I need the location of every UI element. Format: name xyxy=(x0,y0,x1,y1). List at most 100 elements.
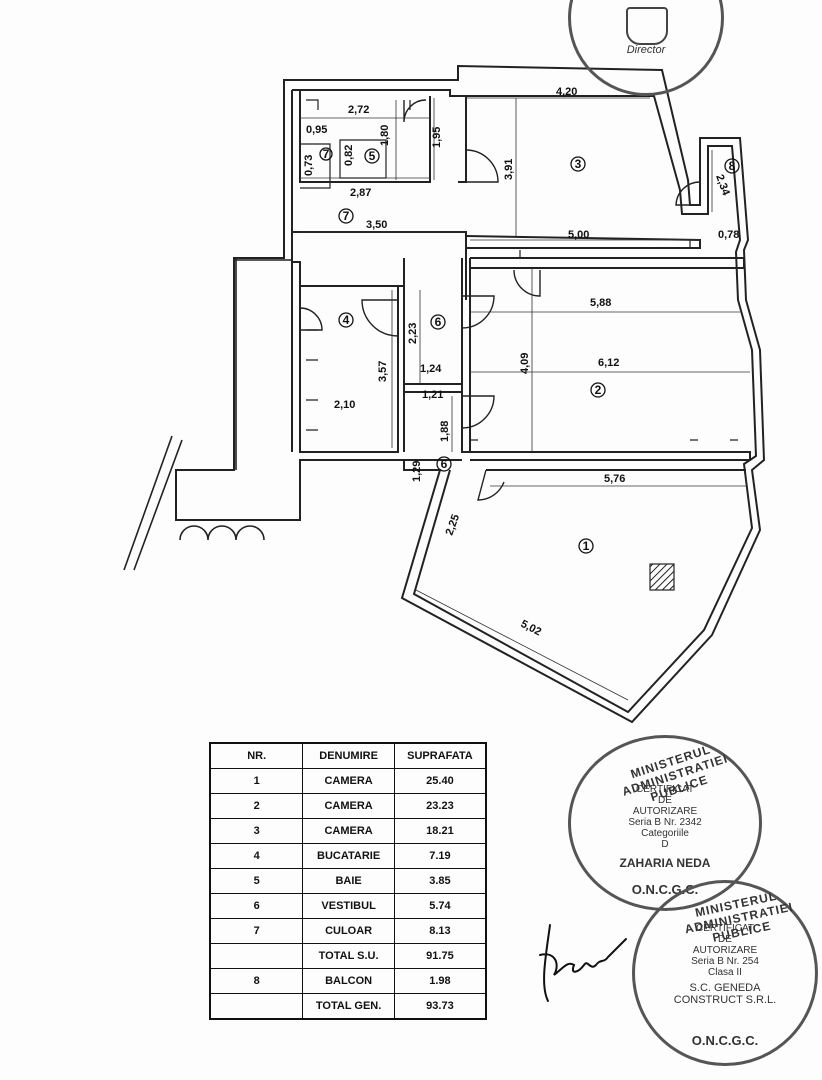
room-numbers: 1 2 3 4 5 6 6 7 7 8 xyxy=(323,147,736,553)
cell-suprafata: 91.75 xyxy=(393,943,487,969)
dim-078: 0,78 xyxy=(718,229,739,241)
left-balcony xyxy=(123,258,292,571)
dim-234: 2,34 xyxy=(713,173,732,198)
room-6-label: 6 xyxy=(435,315,442,329)
table-row: TOTAL GEN.93.73 xyxy=(209,993,487,1020)
outer-walls xyxy=(175,64,766,724)
stamp-geneda: MINISTERUL ADMINISTRATIEI PUBLICE CERTIF… xyxy=(632,880,818,1066)
dim-095: 0,95 xyxy=(306,124,327,136)
dim-225: 2,25 xyxy=(444,513,463,537)
dim-210: 2,10 xyxy=(334,399,355,411)
cell-nr xyxy=(209,943,304,969)
stamp-1-name: ZAHARIA NEDA xyxy=(619,856,711,870)
dim-082: 0,82 xyxy=(343,145,355,166)
dim-357: 3,57 xyxy=(377,361,389,382)
dim-180: 1,80 xyxy=(379,125,391,146)
cell-denumire: CULOAR xyxy=(302,918,395,944)
cell-suprafata: 1.98 xyxy=(393,968,487,994)
cell-nr xyxy=(209,993,304,1020)
cell-denumire: TOTAL S.U. xyxy=(302,943,395,969)
dim-502: 5,02 xyxy=(519,618,544,638)
room-1-label: 1 xyxy=(583,539,590,553)
stamp-2-line-2: DE xyxy=(718,934,732,945)
niches xyxy=(300,99,738,591)
table-header-row: NR. DENUMIRE SUPRAFATA xyxy=(209,742,487,769)
cell-suprafata: 8.13 xyxy=(393,918,487,944)
cell-denumire: CAMERA xyxy=(302,793,395,819)
cell-suprafata: 25.40 xyxy=(393,768,487,794)
cell-nr: 2 xyxy=(209,793,304,819)
dim-391: 3,91 xyxy=(503,159,515,180)
cell-denumire: BAIE xyxy=(302,868,395,894)
cell-denumire: BALCON xyxy=(302,968,395,994)
cell-nr: 4 xyxy=(209,843,304,869)
cell-denumire: VESTIBUL xyxy=(302,893,395,919)
header-suprafata: SUPRAFATA xyxy=(393,742,487,769)
stamp-1-line-1: CERTIFICAT xyxy=(636,784,694,795)
cell-denumire: BUCATARIE xyxy=(302,843,395,869)
dim-409: 4,09 xyxy=(519,353,531,374)
stamp-2-line-7: CONSTRUCT S.R.L. xyxy=(673,994,777,1006)
cell-nr: 3 xyxy=(209,818,304,844)
room-8-label: 8 xyxy=(729,159,736,173)
dim-195: 1,95 xyxy=(431,127,443,148)
cell-nr: 8 xyxy=(209,968,304,994)
dim-500: 5,00 xyxy=(568,229,589,241)
dim-188: 1,88 xyxy=(439,421,451,442)
stamp-1-line-4: Seria B Nr. 2342 xyxy=(628,817,702,828)
room-7b-label: 7 xyxy=(323,147,330,161)
dim-588: 5,88 xyxy=(590,297,611,309)
cell-suprafata: 93.73 xyxy=(393,993,487,1020)
dim-073: 0,73 xyxy=(303,155,315,176)
cell-denumire: CAMERA xyxy=(302,818,395,844)
dim-121: 1,21 xyxy=(422,389,443,401)
stamp-1-line-3: AUTORIZARE xyxy=(632,806,698,817)
top-seal-role: Director xyxy=(626,44,666,56)
room-7-label: 7 xyxy=(343,209,350,223)
stamp-2-line-4: Seria B Nr. 254 xyxy=(691,956,759,967)
stamp-1-line-5: Categoriile xyxy=(641,828,689,839)
stamp-2-line-1: CERTIFICAT xyxy=(696,923,754,934)
dimension-labels: 2,72 0,95 1,80 1,95 0,73 0,82 2,87 3,50 … xyxy=(303,86,739,638)
cell-nr: 1 xyxy=(209,768,304,794)
stamp-2-line-3: AUTORIZARE xyxy=(692,945,758,956)
signature xyxy=(539,924,627,1002)
cell-suprafata: 23.23 xyxy=(393,793,487,819)
cell-nr: 5 xyxy=(209,868,304,894)
cell-denumire: CAMERA xyxy=(302,768,395,794)
cell-nr: 6 xyxy=(209,893,304,919)
stamp-1-line-6: D xyxy=(661,839,669,850)
dim-223: 2,23 xyxy=(407,323,419,344)
dimension-lines xyxy=(300,97,750,701)
stamp-2-line-5: Clasa II xyxy=(708,967,742,978)
cell-suprafata: 18.21 xyxy=(393,818,487,844)
coat-of-arms-icon xyxy=(626,7,668,45)
floor-plan: 2,72 0,95 1,80 1,95 0,73 0,82 2,87 3,50 … xyxy=(123,64,766,724)
room-3-label: 3 xyxy=(575,157,582,171)
dim-420: 4,20 xyxy=(556,86,577,98)
cell-suprafata: 7.19 xyxy=(393,843,487,869)
dim-124: 1,24 xyxy=(420,363,442,375)
stamp-2-line-6: S.C. GENEDA xyxy=(689,982,761,994)
cell-suprafata: 3.85 xyxy=(393,868,487,894)
header-denumire: DENUMIRE xyxy=(302,742,395,769)
door-swings xyxy=(299,99,701,501)
room-2-label: 2 xyxy=(595,383,602,397)
table-row: TOTAL S.U.91.75 xyxy=(209,943,487,969)
cell-nr: 7 xyxy=(209,918,304,944)
room-4-label: 4 xyxy=(343,313,350,327)
dim-287: 2,87 xyxy=(350,187,371,199)
cell-denumire: TOTAL GEN. xyxy=(302,993,395,1020)
room-5-label: 5 xyxy=(369,149,376,163)
cell-suprafata: 5.74 xyxy=(393,893,487,919)
stamp-1-line-2: DE xyxy=(658,795,672,806)
